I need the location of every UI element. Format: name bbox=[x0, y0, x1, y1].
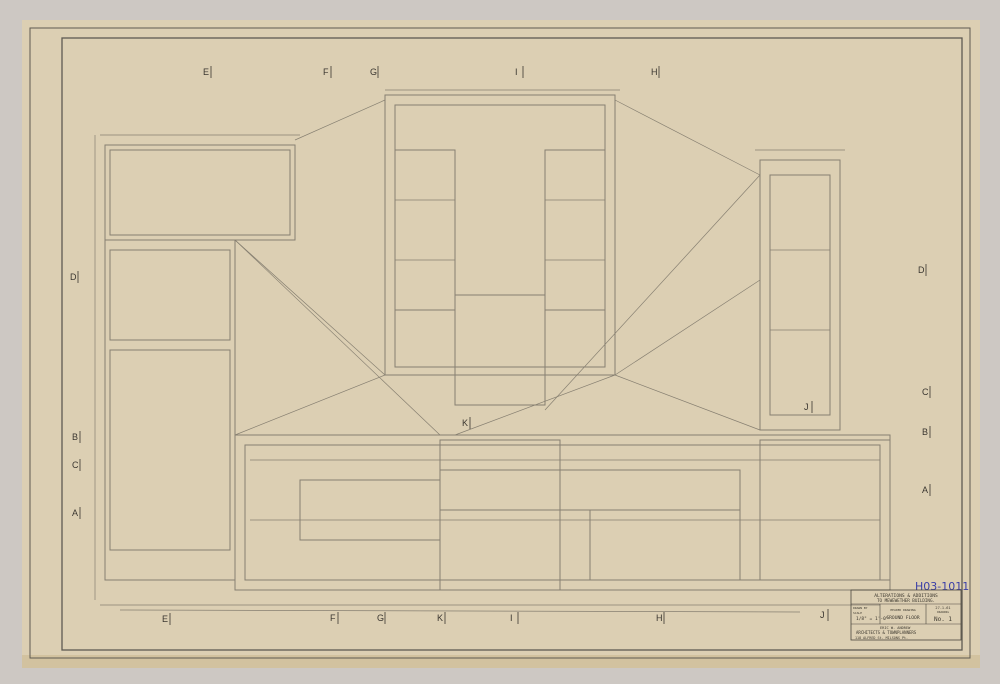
drawn-by-label: DRAWN BY bbox=[853, 606, 868, 610]
wall-outline bbox=[544, 149, 606, 311]
wall-outline bbox=[244, 444, 881, 581]
drawing-name: GROUND FLOOR bbox=[886, 615, 919, 621]
grid-label-right: C bbox=[922, 387, 929, 397]
plan-line bbox=[544, 174, 761, 411]
wall-outline bbox=[299, 479, 441, 541]
grid-label-top: G bbox=[370, 67, 377, 77]
grid-label-top: E bbox=[203, 67, 209, 77]
architect-address: 118 ALFRED St. MILSONS Pt. bbox=[855, 636, 908, 640]
wall-outline bbox=[109, 349, 231, 551]
wall-outline bbox=[759, 439, 891, 581]
grid-label-right: A bbox=[922, 485, 928, 495]
grid-label-left: C bbox=[72, 460, 79, 470]
title-block: ALTERATIONS & ADDITIONS TO MEWEWETHER BU… bbox=[850, 589, 962, 641]
grid-label-right: D bbox=[918, 265, 925, 275]
grid-label-right: B bbox=[922, 427, 928, 437]
grid-label-bottom: F bbox=[330, 613, 336, 623]
wall-outline bbox=[769, 174, 831, 416]
inner-border bbox=[61, 37, 963, 651]
plan-line bbox=[454, 374, 616, 436]
wall-outline bbox=[104, 239, 236, 581]
grid-label-bottom: K bbox=[437, 613, 443, 623]
plan-line bbox=[614, 279, 761, 376]
wall-outline bbox=[589, 509, 741, 581]
grid-label-interior: J bbox=[804, 402, 809, 412]
grid-labels: E F G I H E F G K I H J D B C A D C B A J K bbox=[70, 66, 931, 625]
date: 27-1-61 bbox=[935, 606, 950, 610]
grid-label-bottom: G bbox=[377, 613, 384, 623]
grid-label-top: F bbox=[323, 67, 329, 77]
plan-line bbox=[234, 239, 386, 376]
grid-label-top: H bbox=[651, 67, 658, 77]
plan-line bbox=[294, 99, 386, 141]
wall-outline bbox=[759, 159, 841, 431]
grid-label-bottom: H bbox=[656, 613, 663, 623]
plan-line bbox=[234, 374, 386, 436]
grid-label-bottom: I bbox=[510, 613, 513, 623]
grid-label-top: I bbox=[515, 67, 518, 77]
wall-outline bbox=[394, 149, 456, 311]
architect-name: ERIC W. ANDREW bbox=[880, 626, 911, 630]
scale-value: 1/8" = 1'-0" bbox=[856, 616, 889, 622]
drawing-number: No. 1 bbox=[934, 616, 952, 623]
plan-line bbox=[234, 239, 441, 436]
grid-label-bottom: J bbox=[820, 610, 825, 620]
drawing-label: HEADED DRAWING bbox=[890, 608, 915, 612]
grid-label-interior: K bbox=[462, 418, 468, 428]
grid-label-left: D bbox=[70, 272, 77, 282]
drawing-no-label: DRAWING bbox=[937, 610, 949, 614]
title-line-1: ALTERATIONS & ADDITIONS bbox=[874, 593, 938, 599]
wall-outline bbox=[454, 294, 546, 406]
wall-outline bbox=[109, 249, 231, 341]
grid-label-bottom: E bbox=[162, 614, 168, 624]
paper-bottom-edge bbox=[22, 655, 980, 668]
outer-border bbox=[29, 27, 971, 659]
plan-line bbox=[614, 99, 761, 176]
wall-outline bbox=[384, 94, 616, 376]
paper-sheet bbox=[22, 20, 980, 668]
plan-line bbox=[614, 374, 761, 431]
wall-outline bbox=[109, 149, 291, 236]
grid-label-left: A bbox=[72, 508, 78, 518]
architect-firm: ARCHITECTS & TOWNPLANNERS bbox=[856, 630, 917, 635]
scale-label: SCALE bbox=[853, 611, 862, 615]
grid-label-left: B bbox=[72, 432, 78, 442]
plan-line bbox=[119, 609, 801, 613]
title-line-2: TO MEWEWETHER BUILDING. bbox=[877, 598, 935, 603]
floor-plan bbox=[94, 89, 891, 613]
